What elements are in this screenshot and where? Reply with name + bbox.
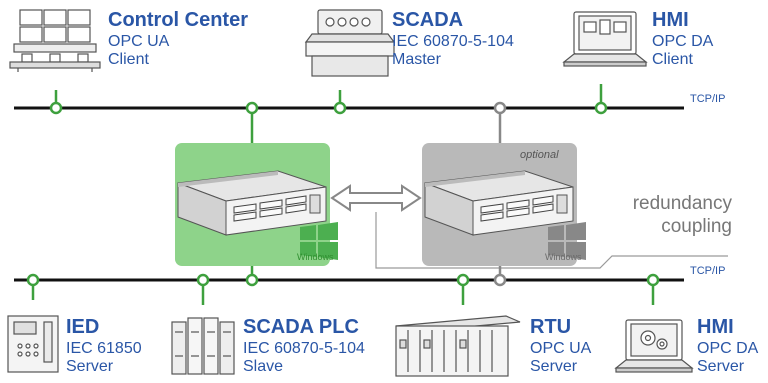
device-title: HMI	[697, 316, 734, 338]
windows-logo-primary	[300, 222, 338, 260]
device-scada-plc: SCADA PLC IEC 60870-5-104 Slave	[243, 316, 365, 377]
windows-label-primary: Windows	[297, 252, 334, 262]
device-protocol: IEC 60870-5-104	[243, 339, 365, 357]
device-protocol: OPC UA	[530, 339, 592, 357]
control-center-icon	[9, 9, 101, 72]
optional-tag: optional	[520, 149, 559, 161]
device-protocol: OPC UA	[108, 32, 170, 50]
bottom-network-label: TCP/IP	[690, 265, 726, 277]
device-role: Server	[66, 358, 114, 376]
device-protocol: OPC DA	[697, 339, 759, 357]
device-title: SCADA	[392, 9, 464, 31]
redundancy-arrow	[330, 184, 422, 212]
hmi-server-laptop-icon	[614, 319, 694, 373]
device-title: RTU	[530, 316, 572, 338]
scada-plc-icon	[171, 317, 235, 375]
device-role: Client	[108, 51, 149, 69]
redundancy-coupling-label: redundancy coupling	[600, 193, 732, 239]
windows-label-optional: Windows	[545, 252, 582, 262]
rtu-rack-icon	[395, 315, 521, 377]
device-ied: IED IEC 61850 Server	[66, 316, 142, 377]
redundancy-coupling-line	[375, 212, 728, 269]
redundancy-line1: redundancy	[632, 193, 732, 214]
redundancy-line2: coupling	[661, 215, 732, 237]
device-hmi-client: HMI OPC DA Client	[652, 9, 713, 70]
windows-logo-optional	[548, 222, 586, 260]
ied-icon	[7, 315, 59, 373]
device-protocol: IEC 61850	[66, 339, 142, 357]
device-role: Slave	[243, 358, 284, 376]
device-rtu: RTU OPC UA Server	[530, 316, 591, 377]
device-control-center: Control Center OPC UA Client	[108, 9, 248, 70]
device-title: SCADA PLC	[243, 316, 359, 338]
device-hmi-server: HMI OPC DA Server	[697, 316, 758, 377]
device-title: Control Center	[108, 9, 248, 31]
device-protocol: OPC DA	[652, 32, 714, 50]
device-role: Server	[530, 358, 578, 376]
device-role: Server	[697, 358, 745, 376]
hmi-client-laptop-icon	[562, 11, 648, 67]
scada-desk-icon	[304, 9, 396, 77]
device-role: Client	[652, 51, 693, 69]
device-protocol: IEC 60870-5-104	[392, 32, 514, 50]
device-scada: SCADA IEC 60870-5-104 Master	[392, 9, 514, 70]
top-network-label: TCP/IP	[690, 93, 726, 105]
device-title: HMI	[652, 9, 689, 31]
device-role: Master	[392, 51, 441, 69]
device-title: IED	[66, 316, 100, 338]
